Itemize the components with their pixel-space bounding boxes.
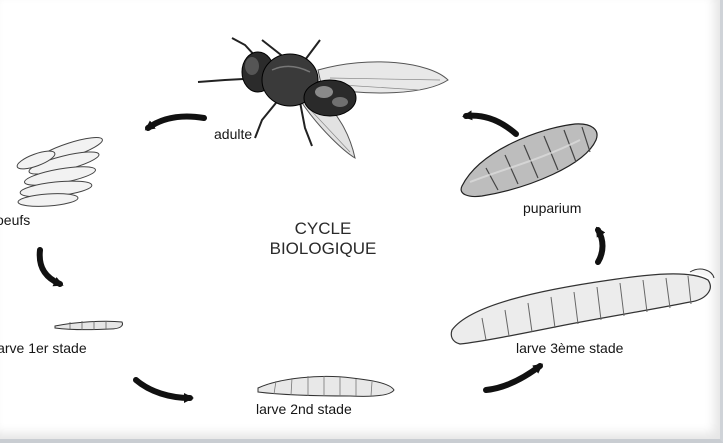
larva1-illustration bbox=[55, 321, 123, 330]
label-puparium: puparium bbox=[523, 201, 581, 215]
puparium-illustration bbox=[461, 124, 597, 197]
eggs-illustration bbox=[15, 133, 104, 208]
arrow-puparium-to-adult bbox=[466, 116, 516, 134]
larva3-illustration bbox=[451, 269, 714, 344]
diagram-title: CYCLE BIOLOGIQUE bbox=[240, 219, 406, 259]
arrow-adult-to-eggs bbox=[148, 116, 204, 128]
title-line-1: CYCLE bbox=[240, 219, 406, 239]
arrow-larva2-to-larva3 bbox=[486, 366, 540, 390]
label-larva3: larve 3ème stade bbox=[516, 341, 623, 355]
arrow-eggs-to-larva1 bbox=[40, 250, 60, 284]
label-eggs: oeufs bbox=[0, 213, 30, 227]
title-line-2: BIOLOGIQUE bbox=[240, 239, 406, 259]
larva2-illustration bbox=[258, 376, 394, 396]
label-adult: adulte bbox=[214, 127, 252, 141]
label-larva2: larve 2nd stade bbox=[256, 402, 352, 416]
arrow-larva3-to-puparium bbox=[598, 230, 603, 262]
label-larva1: larve 1er stade bbox=[0, 341, 87, 355]
arrow-larva1-to-larva2 bbox=[136, 380, 190, 398]
